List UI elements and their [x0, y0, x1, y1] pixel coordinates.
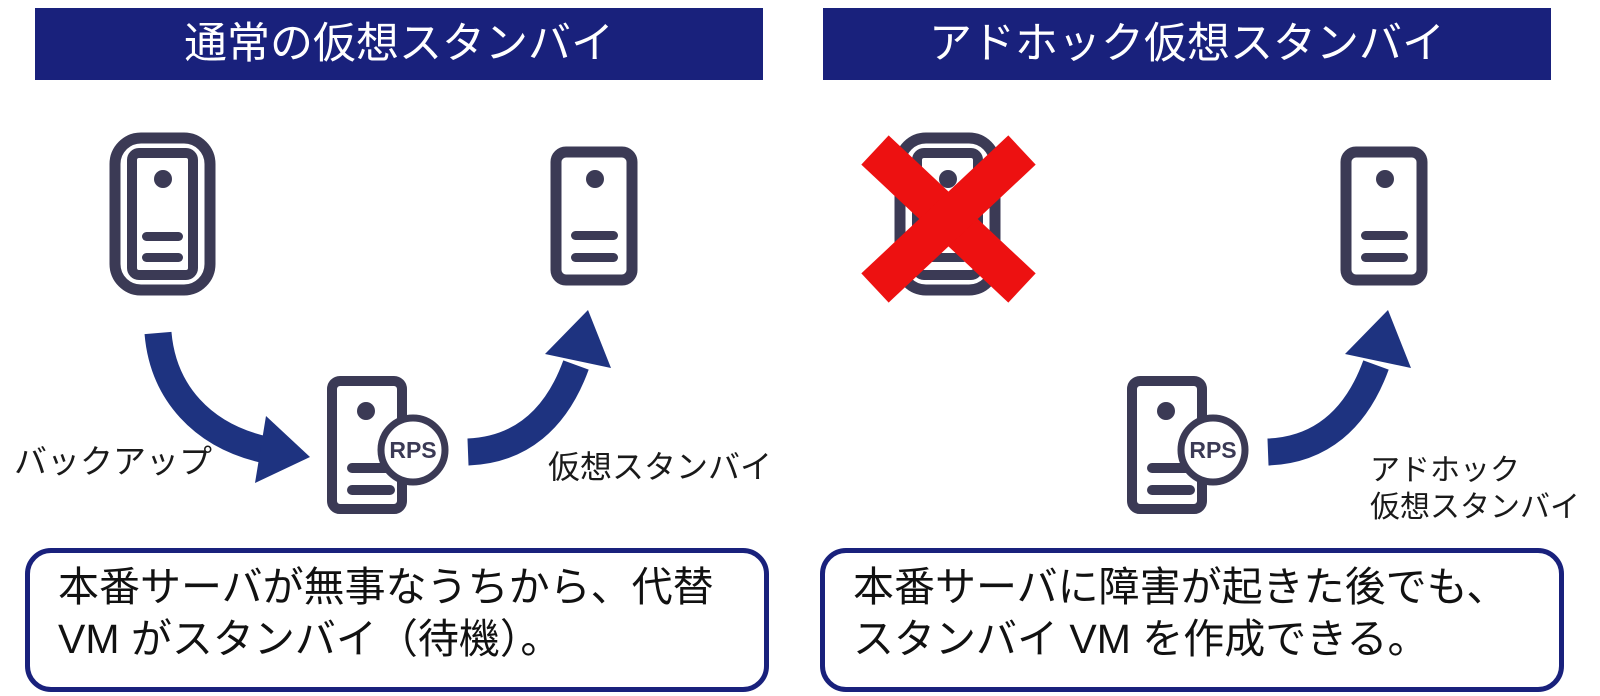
- backup-arrow: [144, 331, 310, 483]
- failure-cross-icon: [861, 135, 1036, 303]
- standby-label: 仮想スタンバイ: [548, 449, 772, 485]
- standby-server-icon: [1340, 146, 1428, 286]
- panel-adhoc-virtual-standby: アドホック仮想スタンバイ: [800, 0, 1600, 696]
- adhoc-note-box: 本番サーバに障害が起きた後でも、 スタンバイ VM を作成できる。: [820, 548, 1564, 692]
- normal-note-line2: VM がスタンバイ（待機）。: [58, 616, 562, 662]
- rps-badge: RPS: [377, 414, 449, 486]
- adhoc-standby-label-line1: アドホック: [1370, 454, 1520, 487]
- panel-title-adhoc: アドホック仮想スタンバイ: [823, 8, 1551, 80]
- adhoc-standby-diagram: RPS アドホック 仮想スタンバイ: [861, 132, 1580, 524]
- adhoc-note-line2: スタンバイ VM を作成できる。: [853, 616, 1429, 662]
- panel-title-normal: 通常の仮想スタンバイ: [35, 8, 763, 80]
- adhoc-standby-arrow: [1267, 310, 1411, 466]
- production-server-icon: [109, 132, 216, 296]
- normal-note-box: 本番サーバが無事なうちから、代替 VM がスタンバイ（待機）。: [25, 548, 769, 692]
- standby-arrow: [467, 310, 611, 466]
- adhoc-note-line1: 本番サーバに障害が起きた後でも、: [853, 564, 1508, 610]
- rps-badge-label: RPS: [389, 437, 436, 463]
- backup-label: バックアップ: [14, 443, 212, 480]
- standby-server-icon: [550, 146, 638, 286]
- normal-standby-diagram: RPS バックアップ 仮想スタンバイ: [14, 132, 772, 514]
- normal-note-line1: 本番サーバが無事なうちから、代替: [58, 564, 714, 610]
- adhoc-standby-label-line2: 仮想スタンバイ: [1370, 491, 1580, 524]
- rps-badge-label: RPS: [1189, 437, 1236, 463]
- rps-badge: RPS: [1177, 414, 1249, 486]
- rps-server-icon: RPS: [1127, 376, 1249, 514]
- panel-normal-virtual-standby: 通常の仮想スタンバイ: [14, 8, 772, 692]
- rps-server-icon: RPS: [327, 376, 449, 514]
